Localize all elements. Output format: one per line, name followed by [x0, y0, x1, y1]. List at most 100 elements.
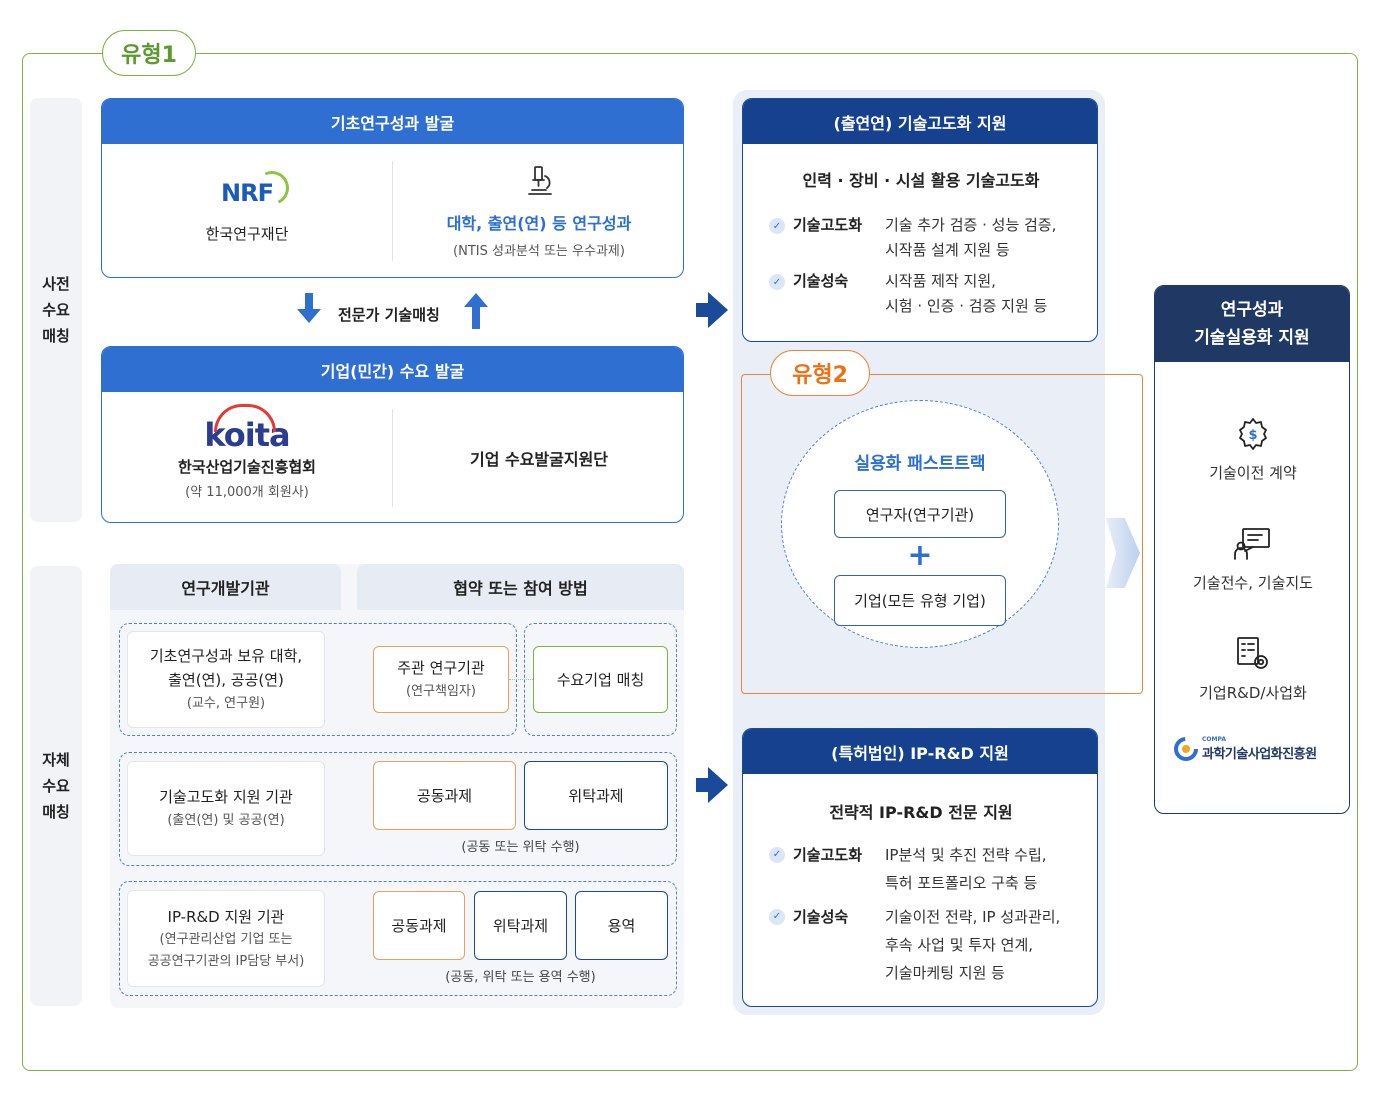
research-results-sub: (NTIS 성과분석 또는 우수과제) — [453, 243, 625, 259]
connector — [509, 679, 533, 680]
type2-label: 유형2 — [770, 350, 870, 396]
koita-block: koita 한국산업기술진흥협회 (약 11,000개 회원사) — [102, 392, 392, 522]
row-val: 기술 추가 검증 · 성능 검증, — [885, 216, 1057, 234]
demand-card: 기업(민간) 수요 발굴 koita 한국산업기술진흥협회 (약 11,000개… — [101, 346, 684, 523]
compa-name: 과학기술사업화진흥원 — [1202, 747, 1317, 762]
support-group-block: 기업 수요발굴지원단 — [393, 392, 683, 522]
final-item-guidance: 기술전수, 기술지도 — [1155, 526, 1349, 593]
side-label-pre-matching: 사전 수요 매칭 — [30, 98, 82, 522]
arrow-down-shaft — [305, 293, 313, 309]
svg-text:$: $ — [1248, 428, 1257, 443]
check-icon: ✓ — [769, 847, 785, 863]
nrf-logo: NRF — [221, 165, 294, 210]
final-title-line2: 기술실용화 지원 — [1194, 328, 1310, 348]
row1-org-sub: (교수, 연구원) — [186, 695, 266, 711]
row2-org-line1: 기술고도화 지원 기관 — [159, 787, 293, 806]
koita-name: 한국산업기술진흥협회 — [177, 457, 316, 476]
final-item-label: 기업R&D/사업화 — [1199, 684, 1307, 702]
row2-joint: 공동과제 — [373, 761, 516, 830]
ip-support-subtitle: 전략적 IP-R&D 전문 지원 — [829, 803, 1013, 822]
side-label-text: 자체 수요 매칭 — [42, 751, 70, 821]
row3-dashbox — [119, 881, 677, 996]
check-icon: ✓ — [769, 909, 785, 925]
ip-support-card: (특허법인) IP-R&D 지원 전략적 IP-R&D 전문 지원 ✓ 기술고도… — [742, 728, 1098, 1007]
row-key: 기술고도화 — [793, 846, 863, 864]
arrow-right-icon — [708, 292, 728, 328]
row1-lead-title: 주관 연구기관 — [397, 658, 485, 677]
nrf-logo-text: NRF — [221, 178, 274, 207]
support-group: 기업 수요발굴지원단 — [469, 449, 609, 469]
presentation-icon — [1234, 528, 1270, 560]
basic-research-card: 기초연구성과 발굴 NRF 한국연구재단 대학, 출연(연) 등 연구성과 (N… — [101, 98, 684, 278]
nrf-name: 한국연구재단 — [205, 224, 289, 243]
row2-org-sub: (출연(연) 및 공공(연) — [167, 812, 285, 828]
fast-track-title: 실용화 패스트트랙 — [854, 454, 986, 474]
row3-org-sub1: (연구관리산업 기업 또는 — [159, 931, 293, 947]
arrow-up-shaft — [472, 307, 480, 329]
divider — [392, 161, 393, 261]
row3-org-line1: IP-R&D 지원 기관 — [167, 907, 285, 926]
microscope-icon — [528, 165, 552, 195]
basic-research-title: 기초연구성과 발굴 — [102, 99, 683, 144]
row2-org: 기술고도화 지원 기관 (출연(연) 및 공공(연) — [127, 761, 325, 856]
plus-icon: + — [907, 538, 933, 573]
check-icon: ✓ — [769, 274, 785, 290]
type1-frame — [22, 53, 1358, 1071]
arrow-shaft — [696, 778, 708, 792]
row1-org: 기초연구성과 보유 대학, 출연(연), 공공(연) (교수, 연구원) — [127, 631, 325, 728]
row3-consign: 위탁과제 — [474, 891, 567, 960]
row1-org-line2: 출연(연), 공공(연) — [168, 670, 284, 689]
type1-label: 유형1 — [102, 30, 196, 76]
row1-lead: 주관 연구기관 (연구책임자) — [373, 646, 509, 713]
koita-sub: (약 11,000개 회원사) — [185, 484, 309, 500]
row-val: 시험 · 인증 · 검증 지원 등 — [885, 297, 1048, 315]
side-label-text: 사전 수요 매칭 — [42, 275, 70, 345]
row3-service: 용역 — [575, 891, 668, 960]
fast-track-company: 기업(모든 유형 기업) — [834, 575, 1006, 626]
row-key: 기술성숙 — [793, 272, 849, 290]
final-item-transfer: $ 기술이전 계약 — [1155, 416, 1349, 483]
nrf-block: NRF 한국연구재단 — [102, 144, 392, 277]
compa-logo-mark — [1174, 737, 1198, 761]
expert-matching-label: 전문가 기술매칭 — [338, 306, 440, 324]
research-results-block: 대학, 출연(연) 등 연구성과 (NTIS 성과분석 또는 우수과제) — [393, 144, 683, 277]
row-val: 특허 포트폴리오 구축 등 — [885, 874, 1038, 892]
row-val: IP분석 및 추진 전략 수립, — [885, 846, 1047, 864]
row2-consign: 위탁과제 — [524, 761, 668, 830]
final-item-rnd: 기업R&D/사업화 — [1155, 636, 1349, 703]
row1-match: 수요기업 매칭 — [533, 646, 668, 713]
col-head-org: 연구개발기관 — [110, 564, 341, 610]
row3-caption: (공동, 위탁 또는 용역 수행) — [445, 970, 596, 985]
final-item-label: 기술전수, 기술지도 — [1193, 574, 1313, 592]
gear-dollar-icon: $ — [1239, 418, 1267, 450]
advance-support-subtitle: 인력 · 장비 · 시설 활용 기술고도화 — [802, 171, 1040, 190]
demand-title: 기업(민간) 수요 발굴 — [102, 347, 683, 392]
row3-joint: 공동과제 — [373, 891, 465, 960]
arrow-up-icon — [464, 293, 488, 307]
ip-support-title: (특허법인) IP-R&D 지원 — [743, 729, 1097, 774]
divider — [392, 409, 393, 507]
compa-logo: COMPA 과학기술사업화진흥원 — [1173, 736, 1317, 762]
row-val: 기술이전 전략, IP 성과관리, — [885, 908, 1061, 926]
advance-row-1: ✓ 기술고도화 기술 추가 검증 · 성능 검증,시작품 설계 지원 등 — [769, 213, 1056, 263]
row2-caption: (공동 또는 위탁 수행) — [461, 840, 580, 855]
ip-row-2: ✓ 기술성숙 기술이전 전략, IP 성과관리,후속 사업 및 투자 연계,기술… — [769, 903, 1060, 987]
arrow-shaft — [696, 303, 708, 317]
row1-org-line1: 기초연구성과 보유 대학, — [149, 646, 303, 665]
research-results-title: 대학, 출연(연) 등 연구성과 — [446, 213, 632, 233]
row-key: 기술성숙 — [793, 908, 849, 926]
fast-track-researcher: 연구자(연구기관) — [834, 490, 1006, 538]
col-head-method: 협약 또는 참여 방법 — [357, 564, 684, 610]
advance-support-title: (출연연) 기술고도화 지원 — [743, 99, 1097, 144]
row-val: 시작품 설계 지원 등 — [885, 241, 1010, 259]
ip-row-1: ✓ 기술고도화 IP분석 및 추진 전략 수립, 특허 포트폴리오 구축 등 — [769, 841, 1047, 897]
compa-small: COMPA — [1202, 736, 1226, 743]
row-val: 시작품 제작 지원, — [885, 272, 996, 290]
side-label-self-matching: 자체 수요 매칭 — [30, 566, 82, 1006]
row3-org-sub2: 공공연구기관의 IP담당 부서) — [147, 953, 305, 969]
document-gear-icon — [1237, 637, 1268, 669]
final-title-line1: 연구성과 — [1220, 300, 1284, 320]
advance-support-card: (출연연) 기술고도화 지원 인력 · 장비 · 시설 활용 기술고도화 ✓ 기… — [742, 98, 1098, 342]
